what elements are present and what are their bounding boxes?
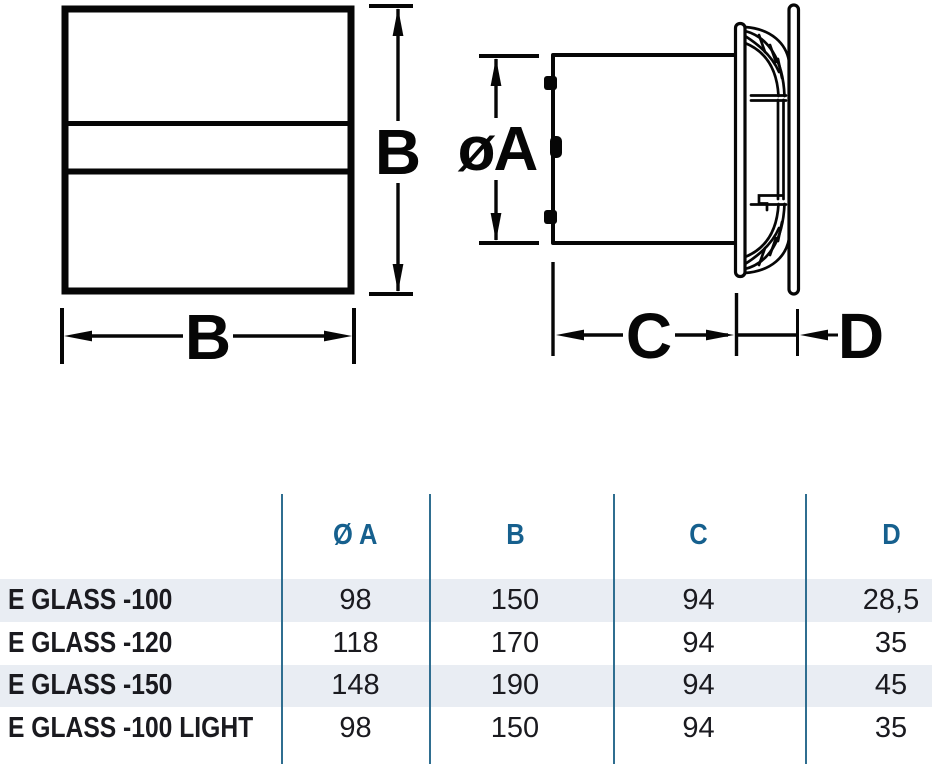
column-header-label: Ø A	[333, 518, 378, 551]
model-cell: E GLASS -100 LIGHT	[0, 707, 278, 750]
value-cell-d: 45	[874, 669, 908, 702]
duct-clip-top	[544, 76, 557, 90]
model-name: E GLASS -120	[8, 626, 173, 659]
model-name: E GLASS -150	[8, 669, 173, 702]
table-row: E GLASS -100 98 150 94 28,5	[0, 579, 932, 622]
model-cell: E GLASS -120	[0, 622, 278, 665]
dim-label-duct-depth: C	[626, 300, 672, 372]
arrow-left-icon	[800, 329, 828, 341]
arrow-down-icon	[392, 264, 404, 292]
table-body: E GLASS -100 98 150 94 28,5 E GLASS -120…	[0, 579, 932, 750]
arrow-down-icon	[490, 213, 502, 241]
column-divider	[804, 494, 807, 764]
dim-depth-C-D	[551, 262, 838, 356]
dim-width-B	[60, 308, 356, 364]
value-cell-b: 190	[490, 669, 540, 702]
column-header-label: B	[505, 518, 525, 551]
mounting-plate-outline	[733, 21, 747, 279]
value-cell-a: 98	[339, 583, 372, 616]
duct-clip-middle	[550, 136, 562, 158]
arrow-left-icon	[556, 329, 584, 341]
column-header-b: B	[430, 511, 614, 559]
dim-label-height: B	[375, 116, 421, 188]
value-cell-d: 35	[874, 712, 908, 745]
value-cell-a: 98	[339, 712, 372, 745]
glass-front-outline	[787, 3, 801, 296]
value-cell-a: 148	[331, 669, 380, 702]
value-cell-c: 94	[682, 712, 715, 745]
value-cell-d: 28,5	[862, 583, 920, 616]
table-row: E GLASS -150 148 190 94 45	[0, 664, 932, 708]
column-divider	[280, 494, 283, 764]
model-cell: E GLASS -150	[0, 665, 278, 708]
value-cell-b: 150	[490, 712, 540, 745]
column-header-label: D	[881, 518, 901, 551]
value-cell-c: 94	[682, 583, 715, 616]
value-cell-b: 170	[490, 626, 540, 659]
column-divider	[612, 494, 615, 764]
column-header-label: C	[689, 518, 708, 551]
arrow-right-icon	[324, 330, 352, 342]
value-cell-c: 94	[682, 669, 715, 702]
dim-height-B	[369, 4, 413, 296]
arrow-right-icon	[706, 329, 734, 341]
arrow-left-icon	[64, 330, 92, 342]
dim-label-width: B	[185, 301, 231, 373]
column-header-c: C	[614, 511, 805, 559]
column-header-d: D	[806, 511, 932, 559]
dim-diameter-A	[479, 54, 539, 245]
model-name: E GLASS -100 LIGHT	[8, 712, 254, 745]
value-cell-d: 35	[874, 626, 908, 659]
duct-outline	[551, 53, 736, 245]
column-divider	[428, 494, 431, 764]
front-panel-outline	[61, 5, 355, 295]
side-view	[544, 3, 801, 296]
model-cell: E GLASS -100	[0, 579, 278, 622]
value-cell-a: 118	[332, 626, 379, 659]
front-view	[61, 5, 355, 295]
value-cell-b: 150	[490, 583, 540, 616]
fan-body-detail	[743, 25, 791, 275]
table-row: E GLASS -100 LIGHT 98 150 94 35	[0, 707, 932, 750]
table-row: E GLASS -120 118 170 94 35	[0, 622, 932, 665]
arrow-up-icon	[490, 58, 502, 86]
duct-clip-bottom	[544, 210, 557, 224]
dim-label-front-depth: D	[838, 300, 884, 372]
model-name: E GLASS -100	[8, 583, 173, 616]
column-header-diameter-a: Ø A	[282, 511, 429, 559]
fan-dimension-drawing: B B	[60, 3, 884, 373]
drawing-svg: B B	[60, 3, 884, 373]
dim-label-diameter: øA	[458, 115, 538, 184]
value-cell-c: 94	[682, 626, 715, 659]
arrow-up-icon	[392, 8, 404, 36]
